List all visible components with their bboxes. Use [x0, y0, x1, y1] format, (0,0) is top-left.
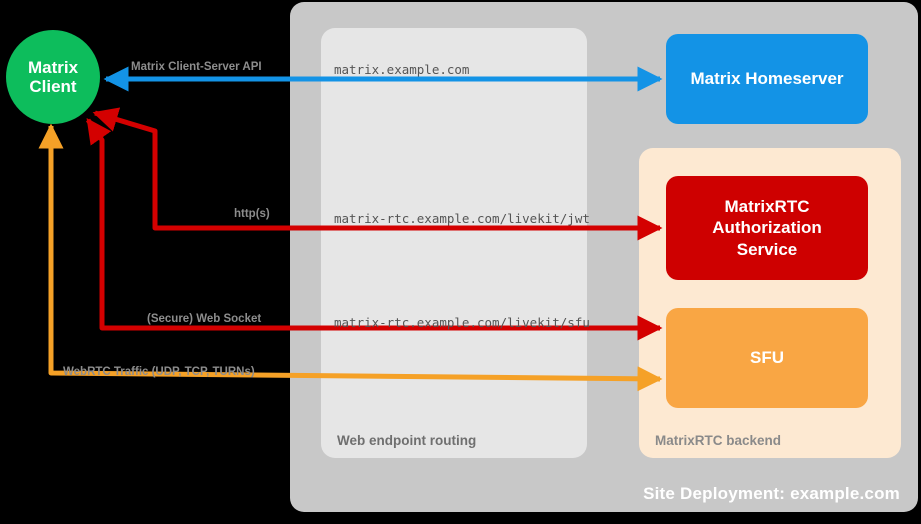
- auth-service-label-line3: Service: [736, 239, 798, 259]
- node-sfu[interactable]: SFU: [666, 308, 868, 408]
- node-matrix-client[interactable]: Matrix Client: [6, 30, 100, 124]
- matrixrtc-backend-label: MatrixRTC backend: [655, 433, 782, 448]
- site-deployment-label: Site Deployment: example.com: [643, 484, 900, 503]
- auth-service-label-line2: Authorization: [712, 218, 822, 238]
- node-matrixrtc-authorization-service[interactable]: MatrixRTC Authorization Service: [666, 176, 868, 280]
- endpoint-label-livekit-sfu: matrix-rtc.example.com/livekit/sfu: [334, 315, 590, 330]
- web-endpoint-routing-label: Web endpoint routing: [337, 433, 477, 448]
- protocol-label-webrtc-traffic: WebRTC Traffic (UDP, TCP, TURNs): [63, 366, 255, 378]
- node-matrix-homeserver[interactable]: Matrix Homeserver: [666, 34, 868, 124]
- matrix-client-label-line1: Matrix: [27, 57, 79, 77]
- protocol-label-web-socket: (Secure) Web Socket: [147, 313, 262, 325]
- sfu-label: SFU: [750, 348, 784, 367]
- matrix-homeserver-label: Matrix Homeserver: [690, 69, 844, 88]
- endpoint-label-matrix: matrix.example.com: [334, 62, 470, 77]
- protocol-label-matrix-client-server-api: Matrix Client-Server API: [131, 61, 262, 73]
- endpoint-label-livekit-jwt: matrix-rtc.example.com/livekit/jwt: [334, 211, 590, 226]
- protocol-label-https: http(s): [234, 208, 270, 220]
- auth-service-label-line1: MatrixRTC: [724, 197, 810, 217]
- matrix-client-label-line2: Client: [29, 77, 77, 96]
- web-endpoint-routing-panel: Web endpoint routing: [321, 28, 587, 458]
